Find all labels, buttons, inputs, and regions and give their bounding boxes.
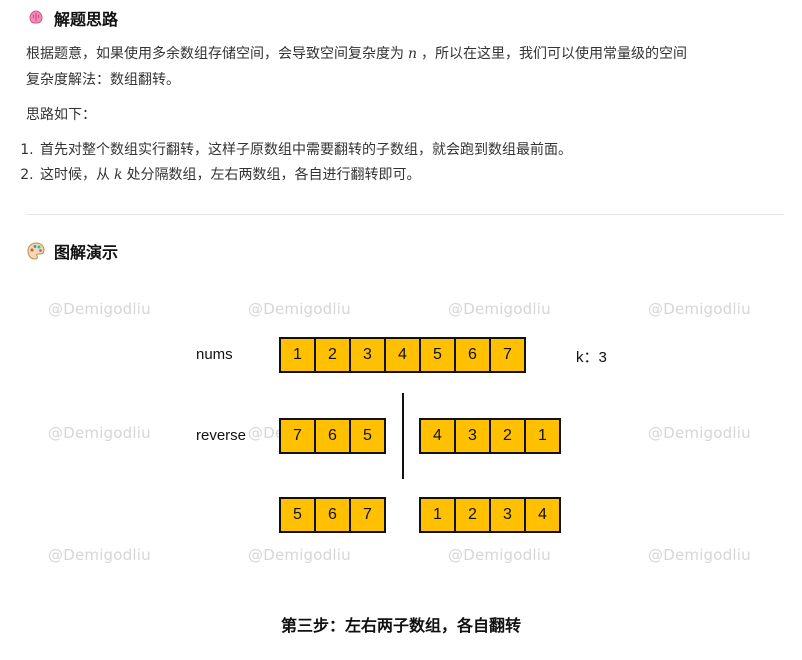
watermark: @Demigodliu [248, 300, 351, 318]
array-cell: 3 [351, 339, 386, 371]
watermark: @Demigodliu [648, 300, 751, 318]
array-cell: 6 [316, 420, 351, 452]
brain-icon [29, 10, 43, 24]
array-cell: 1 [526, 420, 559, 452]
math-n: n [408, 46, 418, 62]
row-label-nums: nums [196, 346, 233, 363]
array-cell: 4 [526, 499, 559, 531]
array-cell: 4 [421, 420, 456, 452]
array-cell: 1 [421, 499, 456, 531]
array-cell: 5 [351, 420, 384, 452]
watermark: @Demigodliu [648, 546, 751, 564]
list-item: 首先对整个数组实行翻转，这样子原数组中需要翻转的子数组，就会跑到数组最前面。 [38, 138, 572, 163]
array-cell: 3 [456, 420, 491, 452]
split-divider [402, 393, 404, 479]
array-cell: 5 [421, 339, 456, 371]
diagram-caption: 第三步：左右两子数组，各自翻转 [280, 616, 521, 635]
watermark: @Demigodliu [48, 546, 151, 564]
watermark: @Demigodliu [48, 424, 151, 442]
array-cell: 2 [491, 420, 526, 452]
math-k: k [114, 167, 123, 183]
array-cell: 4 [386, 339, 421, 371]
row-label-reverse: reverse [196, 427, 247, 444]
array-nums: 1 2 3 4 5 6 7 [279, 337, 526, 373]
array-reverse-right: 4 3 2 1 [419, 418, 561, 454]
watermark: @Demigodliu [448, 300, 551, 318]
k-value-label: k：3 [576, 349, 607, 366]
array-cell: 1 [281, 339, 316, 371]
array-cell: 6 [456, 339, 491, 371]
section-heading-illustration: 图解演示 [26, 239, 118, 263]
array-cell: 7 [281, 420, 316, 452]
palette-icon [27, 242, 45, 260]
array-cell: 2 [456, 499, 491, 531]
watermark: @Demigodliu [448, 546, 551, 564]
watermark: @Demigodliu [248, 546, 351, 564]
section-heading-approach: 解题思路 [26, 6, 118, 30]
array-cell: 7 [351, 499, 384, 531]
watermark: @Demigodliu [648, 424, 751, 442]
array-cell: 3 [491, 499, 526, 531]
array-final-right: 1 2 3 4 [419, 497, 561, 533]
array-cell: 2 [316, 339, 351, 371]
array-cell: 7 [491, 339, 524, 371]
array-cell: 5 [281, 499, 316, 531]
section-title: 图解演示 [54, 243, 119, 262]
section-title: 解题思路 [54, 10, 119, 29]
steps-list: 首先对整个数组实行翻转，这样子原数组中需要翻转的子数组，就会跑到数组最前面。 这… [20, 138, 572, 188]
divider-line [26, 214, 784, 215]
paragraph-steps-intro: 思路如下： [26, 107, 96, 123]
watermark: @Demigodliu [48, 300, 151, 318]
array-reverse-left: 7 6 5 [279, 418, 386, 454]
array-final-left: 5 6 7 [279, 497, 386, 533]
array-cell: 6 [316, 499, 351, 531]
